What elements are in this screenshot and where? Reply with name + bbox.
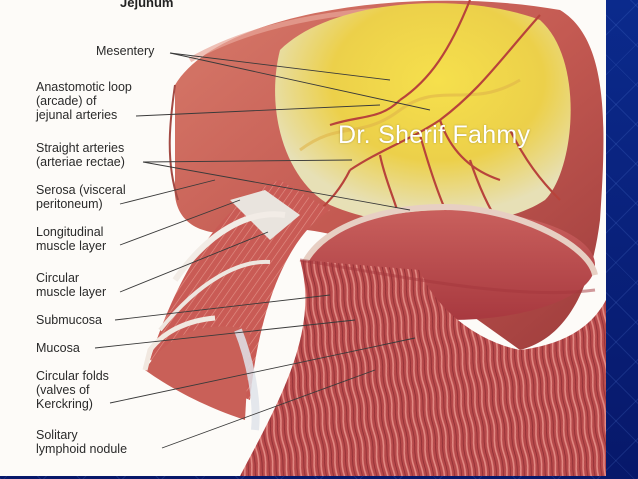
diagram-heading: Jejunum: [120, 0, 174, 10]
label-submucosa: Submucosa: [36, 313, 103, 327]
label-serosa: Serosa (visceral peritoneum): [36, 183, 126, 211]
label-arcade: Anastomotic loop (arcade) of jejunal art…: [36, 80, 132, 122]
label-mesentery: Mesentery: [96, 44, 155, 58]
illustration-panel: Jejunum Mesentery Anastomotic loop (arca…: [0, 0, 606, 476]
label-mucosa: Mucosa: [36, 341, 80, 355]
label-straight-arteries: Straight arteries (arteriae rectae): [36, 141, 125, 169]
label-lymphoid-nodule: Solitary lymphoid nodule: [36, 428, 128, 456]
label-longitudinal-muscle: Longitudinal muscle layer: [36, 225, 107, 253]
label-circular-muscle: Circular muscle layer: [36, 271, 107, 299]
author-watermark: Dr. Sherif Fahmy: [338, 121, 531, 149]
label-circular-folds: Circular folds (valves of Kerckring): [36, 369, 109, 411]
jejunum-illustration: [94, 0, 606, 476]
